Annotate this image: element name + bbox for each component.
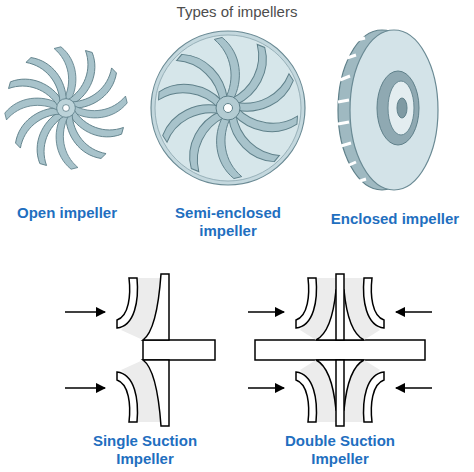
blade	[73, 96, 127, 118]
open-impeller	[5, 47, 127, 169]
shaft	[143, 340, 215, 360]
impeller-quarter	[296, 278, 340, 340]
back-plate-face	[155, 35, 301, 181]
hub	[57, 99, 76, 118]
shaft	[255, 340, 425, 360]
flow-arrow	[396, 311, 432, 313]
semi-enclosed-impeller	[151, 31, 305, 185]
blade	[217, 116, 242, 179]
blade	[157, 100, 224, 143]
single-suction-section	[65, 274, 215, 426]
impeller-quarter	[340, 360, 384, 422]
flow-arrow	[248, 311, 284, 313]
shaft-bore	[224, 104, 233, 113]
blade	[5, 98, 59, 120]
shaft-bore	[397, 98, 407, 118]
shaft-bore	[63, 105, 70, 112]
flow-arrow	[396, 387, 432, 389]
flow-arrow	[248, 387, 284, 389]
center-plate	[336, 360, 344, 426]
front-shroud	[350, 30, 438, 190]
impeller-label: Semi-enclosed impeller	[158, 204, 298, 240]
eye-opening	[377, 71, 419, 145]
hub	[388, 81, 414, 135]
hub	[216, 96, 240, 120]
blade	[56, 115, 78, 169]
flow-arrow	[65, 387, 105, 389]
impeller-quarter	[296, 360, 340, 422]
diagram-title: Types of impellers	[0, 3, 474, 20]
impeller-label: Double Suction Impeller	[265, 432, 415, 468]
center-plate	[336, 274, 344, 340]
impeller-label: Open impeller	[0, 204, 134, 222]
impeller-label: Single Suction Impeller	[70, 432, 220, 468]
enclosed-impeller	[338, 30, 438, 190]
impeller-label: Enclosed impeller	[316, 210, 474, 228]
impeller-quarter	[340, 278, 384, 340]
flow-arrow	[65, 311, 105, 313]
impeller-half	[117, 274, 169, 340]
double-suction-section	[248, 274, 432, 426]
back-plate	[151, 31, 305, 185]
blade	[231, 73, 298, 116]
impeller-half	[117, 360, 169, 426]
